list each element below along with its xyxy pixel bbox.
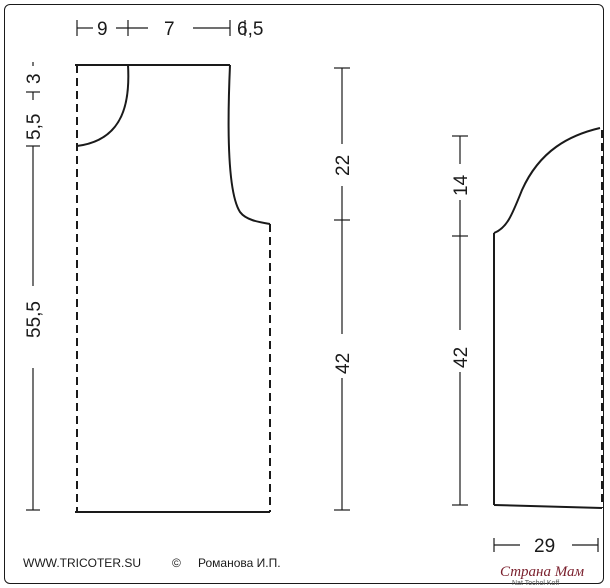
back-piece: [75, 64, 271, 513]
sleeve-bottom-edge: [493, 504, 603, 509]
back-right-height-label-1: 22: [333, 155, 354, 176]
back-piece-neckline: [76, 64, 130, 147]
back-width-dimension: [76, 20, 246, 36]
sleeve-cap-curve: [493, 127, 601, 234]
footer-site: WWW.TRICOTER.SU: [23, 556, 141, 570]
sleeve-height-label-2: 42: [451, 347, 472, 368]
back-right-height-dimension: [334, 67, 350, 511]
back-left-height-label-3: 55,5: [24, 301, 45, 338]
back-piece-armhole: [227, 64, 271, 225]
sleeve-piece: [493, 127, 603, 509]
footer-author: Романова И.П.: [198, 556, 281, 570]
sleeve-height-dimension: [452, 135, 468, 506]
watermark-small-text: Nat Tochol Koff: [512, 580, 559, 587]
back-right-height-label-2: 42: [333, 353, 354, 374]
sleeve-width-dimension: [493, 538, 599, 552]
back-left-height-dimension: [26, 62, 40, 511]
footer-copyright-symbol: ©: [172, 556, 181, 570]
back-left-height-label-1: 3: [24, 73, 45, 84]
back-width-label-3: 6,5: [237, 19, 263, 40]
watermark-logo: Страна Мам Nat Tochol Koff: [500, 564, 585, 587]
diagram-frame: [4, 4, 604, 584]
back-left-height-label-2: 5,5: [24, 114, 45, 140]
sleeve-width-label: 29: [534, 536, 555, 557]
sleeve-height-label-1: 14: [451, 174, 472, 196]
back-width-label-2: 7: [164, 19, 175, 40]
watermark-logo-text: Страна Мам: [500, 564, 585, 580]
back-width-label-1: 9: [97, 19, 108, 40]
